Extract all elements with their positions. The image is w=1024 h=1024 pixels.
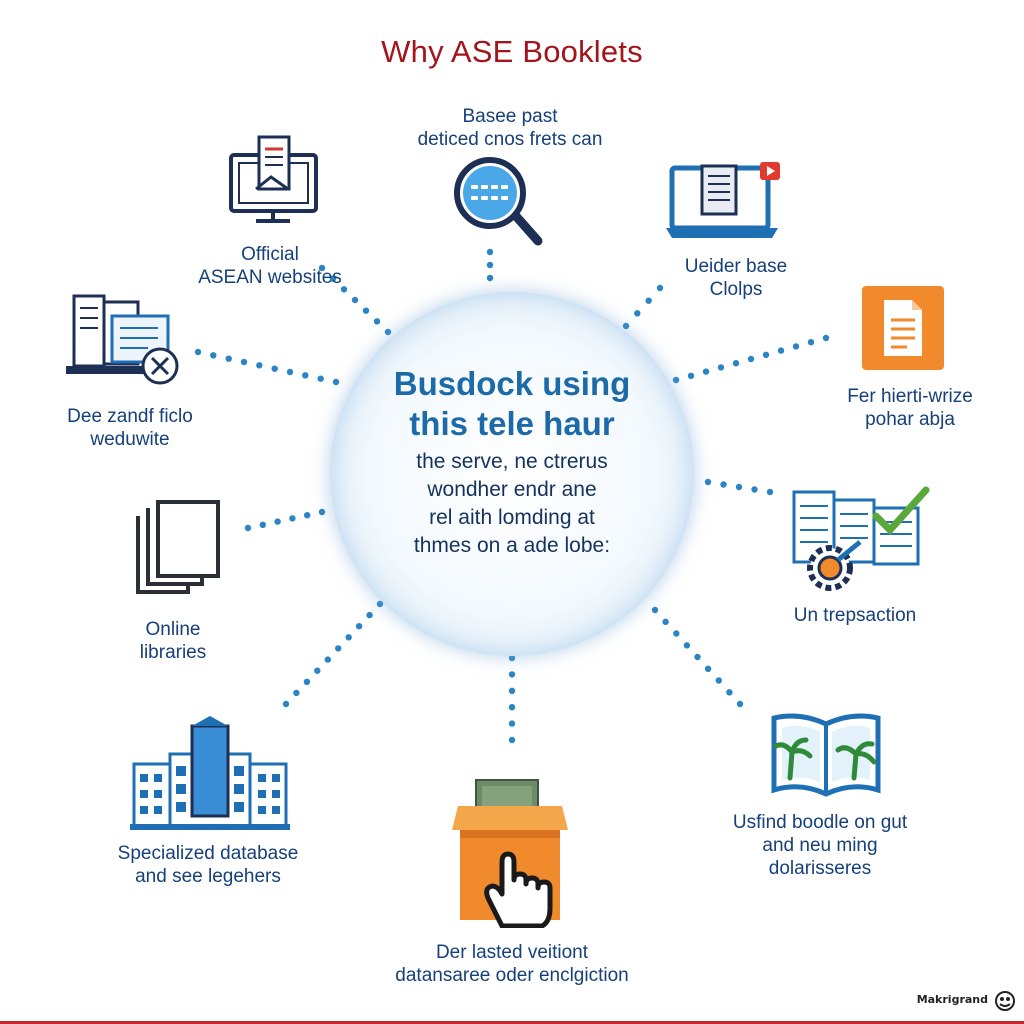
open-book-icon [771, 713, 881, 797]
brand-logo-icon [995, 991, 1015, 1011]
desktop-document-icon [229, 135, 318, 223]
magnifier-icon [454, 157, 543, 246]
checklist-gear-icon [792, 486, 930, 591]
label-transaction: Un trepsaction [793, 605, 917, 626]
center-body: the serve, ne ctrerus wondher endr ane r… [413, 450, 611, 557]
laptop-document-icon [666, 162, 780, 238]
archive-files-icon [66, 294, 179, 385]
orange-document-icon [862, 286, 944, 370]
bottom-accent-line [0, 1021, 1024, 1024]
page-title: Why ASE Booklets [381, 34, 643, 69]
brand-text: Makrigrand [916, 993, 988, 1006]
box-hand-icon [452, 779, 568, 928]
center-circle [330, 292, 694, 656]
center-heading: Busdock using this tele haur [393, 365, 631, 442]
stacked-papers-icon [136, 500, 220, 594]
buildings-icon [130, 716, 290, 830]
